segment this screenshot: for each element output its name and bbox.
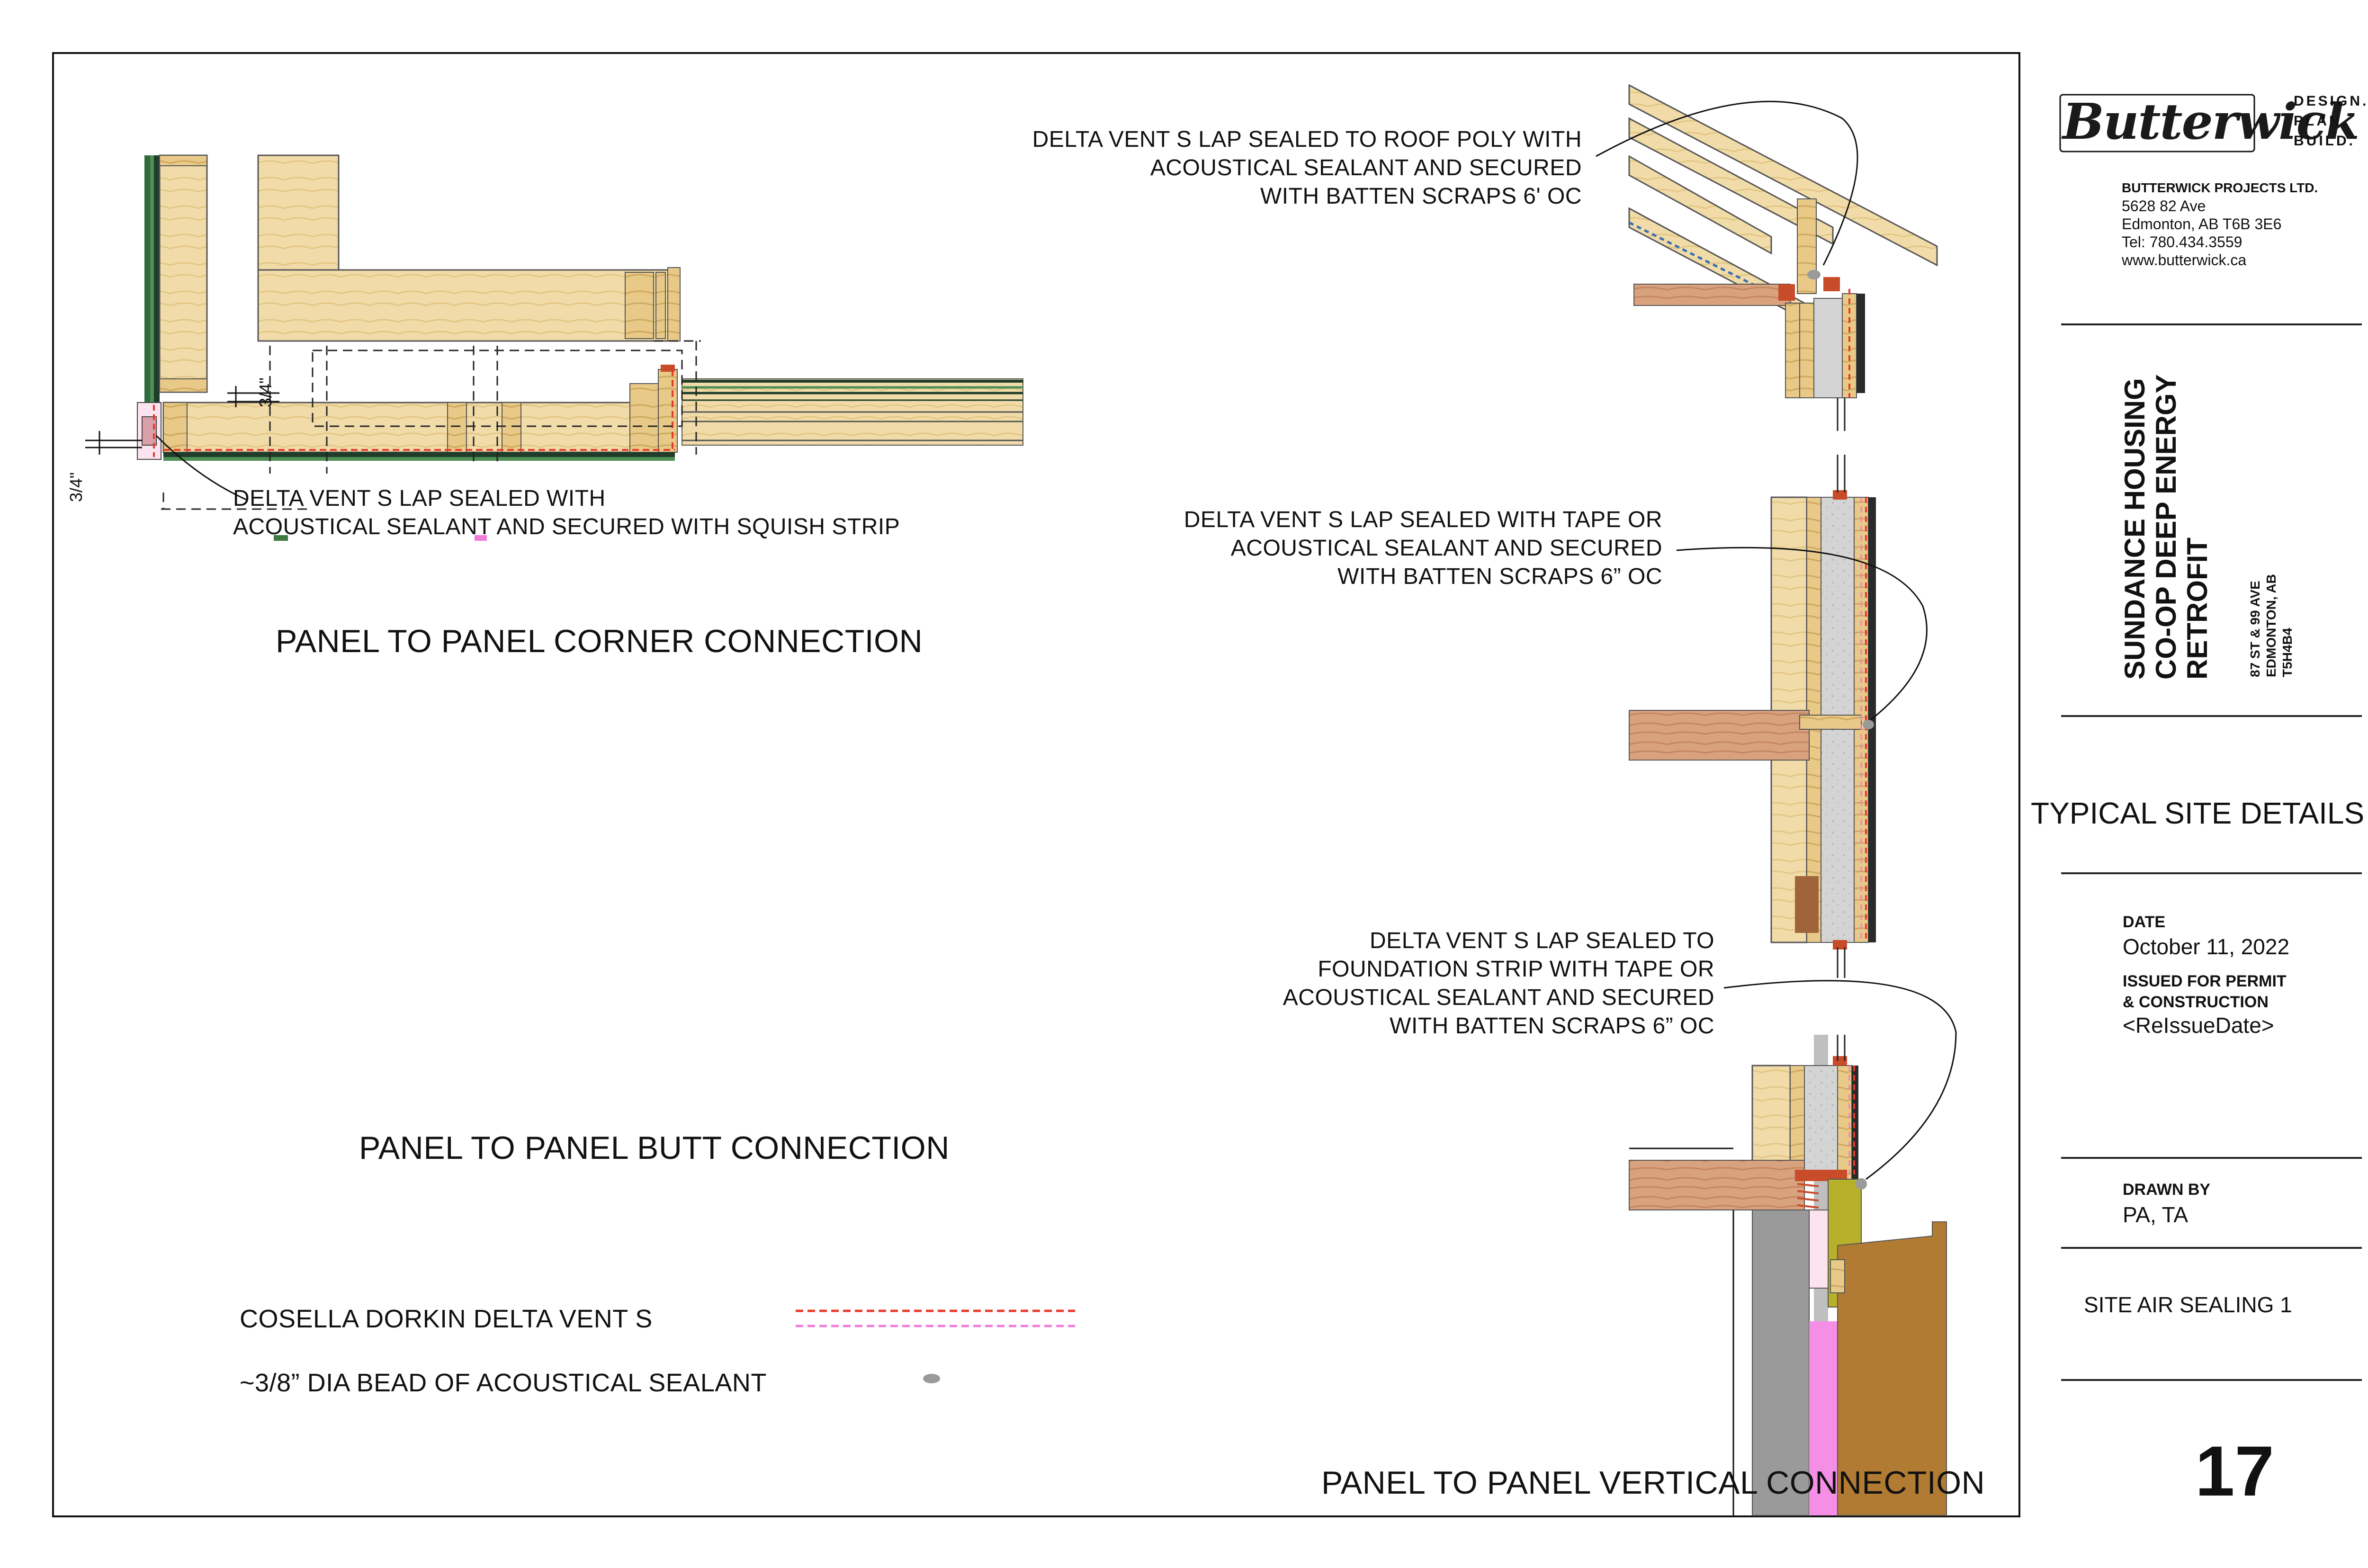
sheet-title: TYPICAL SITE DETAILS	[2031, 796, 2365, 830]
company-info: BUTTERWICK PROJECTS LTD. 5628 82 Ave Edm…	[2122, 180, 2318, 269]
foundation-detail	[1629, 980, 1957, 1516]
title-block-divider	[2061, 323, 2362, 325]
butt-detail-title: PANEL TO PANEL BUTT CONNECTION	[359, 1130, 950, 1166]
roof-callout: DELTA VENT S LAP SEALED TO ROOF POLY WIT…	[1032, 127, 1582, 209]
drawn-by-value: PA, TA	[2123, 1202, 2189, 1227]
legend-membrane-label: COSELLA DORKIN DELTA VENT S	[240, 1305, 653, 1333]
title-block-divider	[2061, 715, 2362, 717]
corner-connection-detail	[85, 154, 1023, 541]
title-block-divider	[2061, 872, 2362, 874]
title-block-divider	[2061, 1157, 2362, 1159]
wall-mid-detail	[1629, 455, 1928, 978]
logo-tagline: DESIGN. PLAN. BUILD.	[2294, 93, 2368, 149]
date-label: DATE	[2123, 913, 2166, 931]
date-value: October 11, 2022	[2123, 934, 2290, 959]
legend-sealant-label: ~3/8” DIA BEAD OF ACOUSTICAL SEALANT	[240, 1369, 767, 1397]
project-address: 87 ST & 99 AVE EDMONTON, AB T5H4B4	[2248, 574, 2295, 677]
corner-detail-title: PANEL TO PANEL CORNER CONNECTION	[276, 623, 923, 659]
drawing-border	[52, 52, 2020, 1517]
vertical-detail-title: PANEL TO PANEL VERTICAL CONNECTION	[1321, 1465, 1985, 1501]
project-name: SUNDANCE HOUSING CO-OP DEEP ENERGY RETRO…	[2119, 374, 2213, 680]
roof-detail	[1596, 84, 1938, 431]
title-block-divider	[2061, 1247, 2362, 1249]
legend-swatches	[796, 1309, 1075, 1383]
company-logo: Butterwick DESIGN. PLAN. BUILD.	[2063, 88, 2366, 159]
logo-word: Butterwick	[2063, 92, 2359, 151]
dimension-3-4-b: 3/4"	[66, 472, 86, 502]
mid-callout: DELTA VENT S LAP SEALED WITH TAPE OR ACO…	[1184, 507, 1662, 589]
title-block-divider	[2061, 1379, 2362, 1381]
dimension-3-4-a: 3/4"	[256, 377, 275, 407]
sealant-bead-swatch	[923, 1374, 940, 1383]
title-block-rules	[2059, 94, 2255, 152]
foundation-callout: DELTA VENT S LAP SEALED TO FOUNDATION ST…	[1283, 928, 1714, 1039]
sheet-name: SITE AIR SEALING 1	[2084, 1292, 2292, 1317]
issued-label: ISSUED FOR PERMIT & CONSTRUCTION	[2123, 972, 2287, 1011]
drawn-by-label: DRAWN BY	[2123, 1181, 2211, 1199]
sheet-number: 17	[2195, 1431, 2274, 1511]
corner-callout: DELTA VENT S LAP SEALED WITH ACOUSTICAL …	[233, 486, 900, 539]
reissue-date: <ReIssueDate>	[2123, 1013, 2274, 1038]
